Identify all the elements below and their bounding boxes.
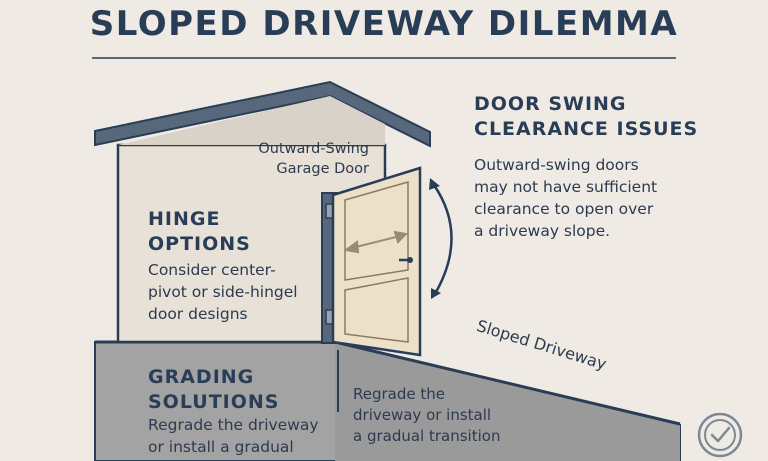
grading-heading: GRADING SOLUTIONS: [148, 365, 279, 415]
door-swing-line: may not have sufficient: [474, 178, 658, 196]
door-label-line2: Garage Door: [276, 161, 369, 177]
door-swing-body: Outward-swing doors may not have suffici…: [474, 154, 657, 242]
title-divider: [92, 57, 676, 59]
swing-arrow-icon: [432, 184, 453, 293]
door-knob-icon: [407, 257, 413, 263]
grading-line: or install a gradual: [148, 438, 294, 456]
callout-line-text: a gradual transition: [353, 427, 501, 445]
callout-line-text: Regrade the: [353, 385, 445, 403]
door-panel-bottom: [344, 277, 409, 343]
swing-arrow-head-bottom: [431, 288, 441, 299]
hinge-heading: HINGE OPTIONS: [148, 207, 251, 257]
door-swing-line: Outward-swing doors: [474, 156, 639, 174]
grading-line: Regrade the driveway: [148, 416, 319, 434]
grading-body: Regrade the driveway or install a gradua…: [148, 414, 319, 458]
hinge-heading-line1: HINGE: [148, 208, 221, 230]
garage-door: [331, 166, 422, 357]
hinge-heading-line2: OPTIONS: [148, 233, 251, 255]
door-swing-heading: DOOR SWING CLEARANCE ISSUES: [474, 92, 698, 142]
door-label-line1: Outward-Swing: [258, 141, 369, 157]
driveway-slope: [335, 342, 680, 461]
hinge-line: pivot or side-hingel: [148, 283, 298, 301]
roof: [94, 80, 431, 148]
door-swing-heading-line1: DOOR SWING: [474, 93, 627, 115]
double-arrow-icon: [343, 230, 409, 254]
hinge-body: Consider center- pivot or side-hingel do…: [148, 259, 298, 325]
callout-line-text: driveway or install: [353, 406, 492, 424]
door-label: Outward-Swing Garage Door: [243, 139, 369, 179]
door-swing-heading-line2: CLEARANCE ISSUES: [474, 118, 699, 140]
page-title: SLOPED DRIVEWAY DILEMMA: [89, 4, 679, 44]
door-swing-line: clearance to open over: [474, 200, 654, 218]
swing-arrow-head-top: [429, 178, 440, 190]
grading-heading-line1: GRADING: [148, 366, 255, 388]
hinge-line: door designs: [148, 305, 248, 323]
roof-underside: [118, 96, 385, 145]
callout-body: Regrade the driveway or install a gradua…: [353, 384, 500, 447]
grading-heading-line2: SOLUTIONS: [148, 391, 280, 413]
slope-line: [334, 340, 681, 426]
door-panel-top: [344, 181, 409, 281]
check-circle-icon: [697, 412, 743, 458]
hinge-line: Consider center-: [148, 261, 276, 279]
door-swing-line: a driveway slope.: [474, 222, 611, 240]
